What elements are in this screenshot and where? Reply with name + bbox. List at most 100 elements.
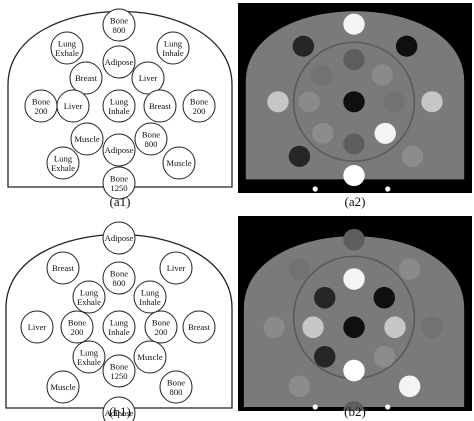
insert-circle <box>159 370 193 404</box>
insert-liver: Liver <box>159 251 193 285</box>
insert-circle <box>46 146 80 180</box>
insert-circle <box>182 89 216 123</box>
insert-circle <box>72 280 106 314</box>
ct-insert-muscle <box>288 375 311 398</box>
insert-circle <box>69 61 103 95</box>
insert-circle <box>162 146 196 180</box>
insert-liver: Liver <box>56 89 90 123</box>
insert-label: Liver <box>28 322 47 332</box>
ct-insert-lung-exhale <box>314 345 336 368</box>
ct-insert-adipose <box>343 49 365 71</box>
insert-circle <box>182 310 216 344</box>
ct-insert-bone-200 <box>267 91 289 113</box>
insert-label: Adipose <box>105 145 134 155</box>
insert-label: Muscle <box>50 382 75 392</box>
ct-insert-lung-exhale <box>288 145 311 167</box>
insert-liver: Liver <box>131 61 165 95</box>
insert-label: Muscle <box>166 158 191 168</box>
ct-insert-lung-inhale <box>395 35 418 57</box>
ct-couch-marker <box>312 186 318 192</box>
ct-insert-bone-1250 <box>343 164 365 187</box>
insert-label: Adipose <box>105 233 134 243</box>
insert-label: Breast <box>149 101 172 111</box>
insert-circle <box>102 8 136 42</box>
ct-insert-liver <box>263 316 285 339</box>
ct-couch-marker <box>385 186 391 192</box>
caption-a2: (a2) <box>345 194 366 209</box>
ct-insert-lung-exhale <box>314 286 336 309</box>
insert-label: Liver <box>64 101 83 111</box>
ct-insert-bone-800 <box>343 13 365 35</box>
insert-circle <box>102 45 136 79</box>
insert-label: Adipose <box>105 408 134 418</box>
insert-adipose: Adipose <box>102 396 136 421</box>
insert-muscle: Muscle <box>133 340 167 374</box>
ct-insert-bone-800 <box>374 122 396 144</box>
ct-insert-adipose <box>343 133 365 155</box>
insert-adipose: Adipose <box>102 45 136 79</box>
insert-label: Adipose <box>105 57 134 67</box>
ct-insert-muscle <box>312 122 334 144</box>
ct-insert-lung-inhale <box>343 316 365 339</box>
insert-muscle: Muscle <box>70 122 104 156</box>
ct-insert-breast <box>311 64 333 86</box>
ct-insert-muscle <box>401 145 424 167</box>
caption-b1: (b1) <box>109 404 131 419</box>
insert-circle <box>70 122 104 156</box>
panel-a2-ct-image <box>238 3 472 193</box>
insert-label: Liver <box>139 73 158 83</box>
ct-inner-ring <box>292 41 416 162</box>
insert-circle <box>46 370 80 404</box>
insert-circle <box>144 310 178 344</box>
insert-label: Breast <box>52 263 75 273</box>
insert-muscle: Muscle <box>46 370 80 404</box>
ct-insert-lung-inhale <box>343 91 365 113</box>
ct-insert-adipose <box>343 228 365 251</box>
insert-circle <box>102 89 136 123</box>
ct-insert-breast <box>288 258 311 281</box>
insert-breast: Breast <box>143 89 177 123</box>
ct-insert-breast <box>383 91 405 113</box>
ct-insert-liver <box>371 64 394 86</box>
ct-insert-bone-800 <box>398 375 421 398</box>
insert-adipose: Adipose <box>102 221 136 255</box>
insert-circle <box>102 221 136 255</box>
ct-insert-bone-200 <box>421 91 443 113</box>
panel-b2-ct-image <box>238 216 472 411</box>
insert-circle <box>102 354 136 388</box>
insert-circle <box>46 251 80 285</box>
ct-insert-bone-200 <box>384 316 406 339</box>
insert-circle <box>20 310 54 344</box>
insert-breast: Breast <box>69 61 103 95</box>
insert-label: Muscle <box>137 352 162 362</box>
insert-circle <box>102 133 136 167</box>
insert-adipose: Adipose <box>102 133 136 167</box>
insert-label: Breast <box>75 73 98 83</box>
ct-insert-lung-exhale <box>292 35 315 57</box>
insert-circle <box>56 89 90 123</box>
